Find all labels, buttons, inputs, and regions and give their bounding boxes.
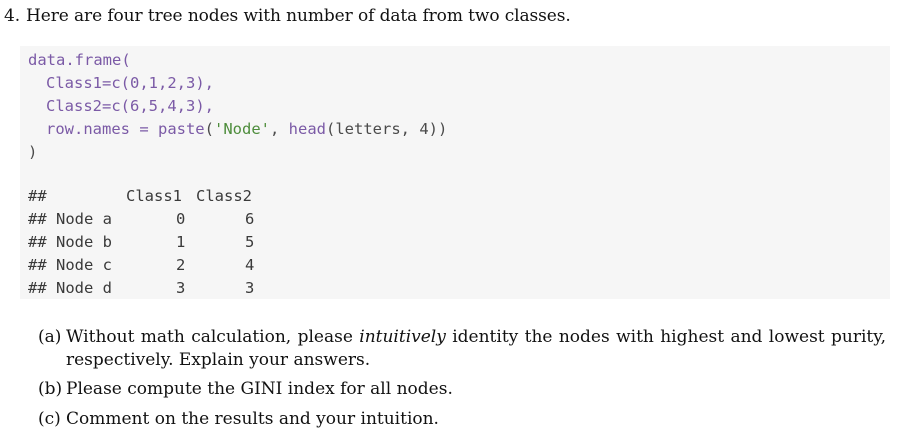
code-line-2: Class1=c(0,1,2,3),: [46, 74, 214, 92]
code-line-1: data.frame(: [28, 51, 131, 69]
subquestion-label: (c): [38, 409, 61, 429]
code-line-3: Class2=c(6,5,4,3),: [46, 97, 214, 115]
code-line-5: ): [28, 143, 38, 161]
code-line-4: row.names = paste('Node', head(letters, …: [46, 120, 448, 138]
output-row-node-c: ## Node c 2 4: [28, 256, 255, 274]
question-heading: 4.Here are four tree nodes with number o…: [4, 6, 571, 26]
output-header-row: ## Class1 Class2: [28, 187, 252, 205]
subquestion-a: (a) Without math calculation, please int…: [38, 326, 898, 372]
output-row-node-a: ## Node a 0 6: [28, 210, 255, 228]
subquestion-c: (c) Comment on the results and your intu…: [38, 408, 898, 431]
subquestion-text: Comment on the results and your intuitio…: [66, 409, 439, 429]
code-block: data.frame( Class1=c(0,1,2,3), Class2=c(…: [20, 46, 890, 299]
output-row-node-d: ## Node d 3 3: [28, 279, 255, 297]
subquestion-text: Please compute the GINI index for all no…: [66, 379, 453, 399]
subquestion-b: (b) Please compute the GINI index for al…: [38, 378, 898, 401]
question-text: Here are four tree nodes with number of …: [26, 6, 571, 26]
subquestion-text: Without math calculation, please intuiti…: [66, 327, 886, 370]
output-row-node-b: ## Node b 1 5: [28, 233, 255, 251]
question-number: 4.: [4, 6, 21, 26]
subquestion-label: (b): [38, 379, 63, 399]
subquestion-label: (a): [38, 327, 62, 347]
